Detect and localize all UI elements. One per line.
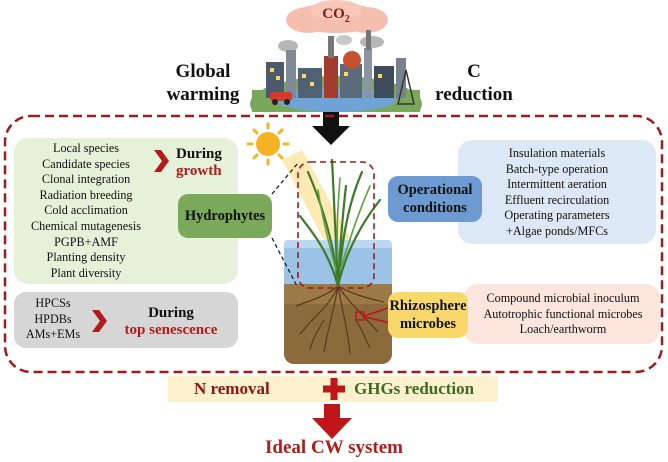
list-item: PGPB+AMF xyxy=(54,234,118,249)
operational-conditions-label: Operational conditions xyxy=(388,176,482,222)
ghg-reduction-label: GHGs reduction xyxy=(354,378,474,400)
during-growth-line2: growth xyxy=(176,163,222,179)
list-item: Local species xyxy=(53,141,119,155)
list-item: Insulation materials xyxy=(508,146,606,160)
list-item: Radiation breeding xyxy=(39,187,133,202)
list-item: Effluent recirculation xyxy=(504,192,610,207)
co2-cloud-icon xyxy=(286,0,388,33)
list-item: Batch-type operation xyxy=(505,161,609,176)
senescence-list: HPCSs HPDBs AMs+EMs xyxy=(20,296,86,343)
ideal-cw-system-text: Ideal CW system xyxy=(265,437,403,458)
list-item: Clonal integration xyxy=(41,172,131,187)
growth-list: Local species Candidate species Clonal i… xyxy=(18,141,154,281)
during-growth-label: During growth xyxy=(176,146,222,180)
c-reduction-line1: C xyxy=(467,61,481,82)
n-removal-text: N removal xyxy=(194,379,270,398)
list-item: Compound microbial inoculum xyxy=(486,291,640,305)
wetland-plant-illustration xyxy=(246,122,392,364)
list-item: HPCSs xyxy=(35,296,71,310)
operational-line2: conditions xyxy=(403,200,467,216)
hydrophytes-text: Hydrophytes xyxy=(184,208,266,224)
during-growth-line1: During xyxy=(176,146,222,162)
ideal-cw-system-label: Ideal CW system xyxy=(200,436,468,460)
co2-label: CO2 xyxy=(316,6,356,25)
c-reduction-label: C reduction xyxy=(422,60,526,106)
sun-icon xyxy=(246,122,290,166)
operational-line1: Operational xyxy=(397,182,473,198)
during-senescence-line1: During xyxy=(148,305,194,321)
rhizosphere-list: Compound microbial inoculum Autotrophic … xyxy=(466,291,660,338)
global-warming-line1: Global xyxy=(175,61,231,82)
list-item: Loach/earthworm xyxy=(519,322,607,337)
list-item: Autotrophic functional microbes xyxy=(483,306,643,321)
ghg-reduction-text: GHGs reduction xyxy=(354,379,475,398)
rhizosphere-line1: Rhizosphere xyxy=(389,298,467,314)
list-item: Candidate species xyxy=(42,156,130,171)
during-senescence-label: During top senescence xyxy=(108,305,234,339)
list-item: Cold acclimation xyxy=(44,203,128,218)
co2-text: CO xyxy=(322,6,345,22)
operational-items-panel xyxy=(458,140,656,244)
hydrophytes-label: Hydrophytes xyxy=(178,194,272,238)
list-item: Operating parameters xyxy=(504,208,610,223)
list-item: Chemical mutagenesis xyxy=(31,218,141,233)
senescence-panel xyxy=(14,292,238,348)
down-arrow-icon xyxy=(312,112,350,145)
n-removal-label: N removal xyxy=(194,378,270,400)
during-senescence-line2: top senescence xyxy=(124,322,218,338)
global-warming-line2: warming xyxy=(166,84,240,105)
rhizosphere-items-panel xyxy=(464,284,660,344)
rhizosphere-microbes-label: Rhizosphere microbes xyxy=(388,292,468,338)
list-item: Intermittent aeration xyxy=(507,177,607,192)
list-item: Planting density xyxy=(46,250,126,265)
rhizosphere-line2: microbes xyxy=(399,316,457,332)
plus-icon xyxy=(323,378,345,400)
co2-subscript: 2 xyxy=(344,14,350,25)
list-item: +Algae ponds/MFCs xyxy=(505,223,608,238)
list-item: AMs+EMs xyxy=(25,327,81,342)
list-item: HPDBs xyxy=(34,311,72,326)
chevron-right-icon xyxy=(92,310,107,332)
factory-illustration xyxy=(250,0,422,112)
list-item: Plant diversity xyxy=(50,265,122,280)
c-reduction-line2: reduction xyxy=(435,84,513,105)
red-down-arrow-icon xyxy=(312,404,352,439)
chevron-right-icon xyxy=(154,150,169,172)
operational-list: Insulation materials Batch-type operatio… xyxy=(460,146,654,240)
global-warming-label: Global warming xyxy=(160,60,246,106)
